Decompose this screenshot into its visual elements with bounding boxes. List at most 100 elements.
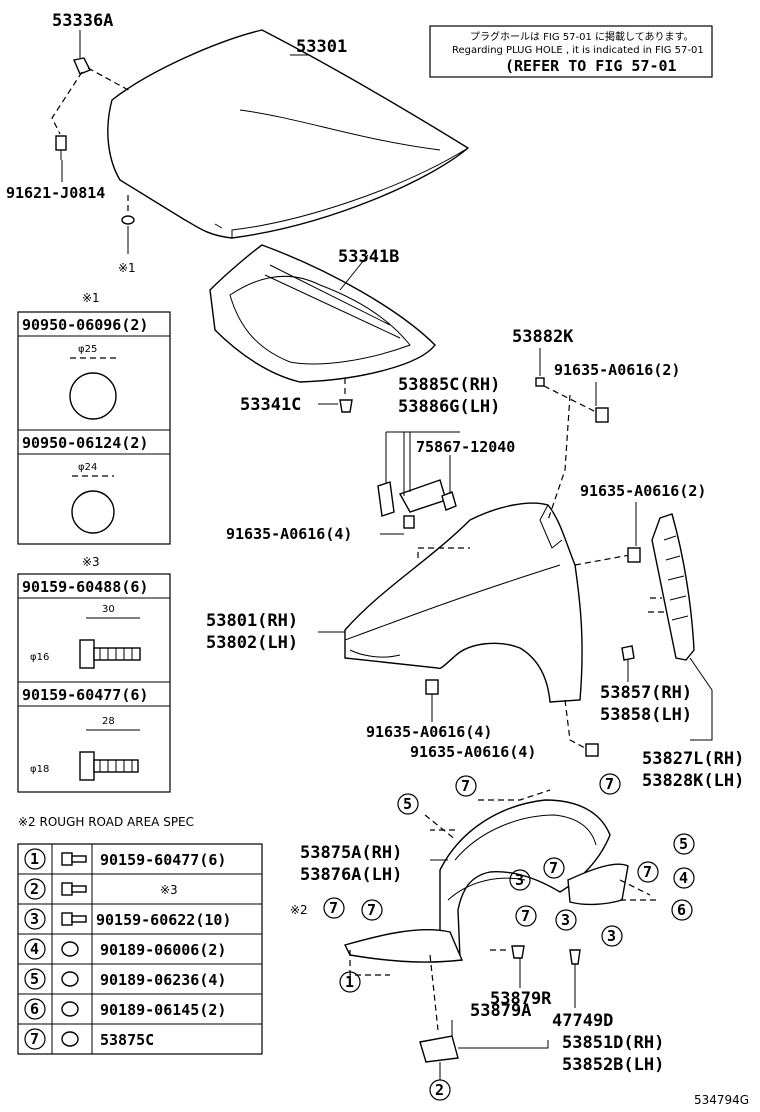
- svg-text:3: 3: [607, 927, 616, 945]
- bolt-91635b: [627, 547, 641, 563]
- label-53341B: 53341B: [338, 247, 399, 267]
- notice-frame: [429, 25, 713, 78]
- hood-panel: [107, 29, 470, 239]
- notice-jp: プラグホールは FIG 57-01 に掲載してあります。: [470, 30, 693, 43]
- mudguard-flap: [343, 929, 464, 963]
- rough-road-row-5-icon: [61, 971, 79, 987]
- insulator-pad: [209, 244, 436, 383]
- label-53876A: 53876A(LH): [300, 865, 402, 885]
- svg-text:6: 6: [677, 901, 686, 919]
- fender-seal: [621, 513, 713, 741]
- rough-road-row-2: 2 ※3: [24, 878, 178, 900]
- bolt-table: ※3 90159-60488(6) 30 φ16 90159-60477(6) …: [17, 555, 171, 793]
- svg-text:7: 7: [549, 859, 558, 877]
- callout-5-a: 5: [397, 793, 419, 815]
- bolt-91635c: [403, 515, 415, 529]
- hood-bolt-91621: [55, 135, 67, 160]
- label-53801: 53801(RH): [206, 611, 298, 631]
- plug-hole-notice: プラグホールは FIG 57-01 に掲載してあります。 Regarding P…: [429, 25, 713, 78]
- plug-row-2-part: 90950-06124(2): [22, 434, 148, 452]
- screw-47749D: [569, 949, 581, 965]
- seal-53827L: [651, 513, 695, 661]
- plug-row-1-icon: [69, 372, 117, 420]
- bolt-row-2-icon: [79, 751, 139, 781]
- label-53827L: 53827L(RH): [642, 749, 744, 769]
- rough-road-row-1: 1 90159-60477(6): [24, 848, 226, 870]
- notice-en: Regarding PLUG HOLE , it is indicated in…: [452, 45, 704, 56]
- bolt-row-2-dia: φ18: [30, 764, 49, 775]
- rough-road-row-4-icon: [61, 941, 79, 957]
- callout-7-d: 7: [637, 861, 659, 883]
- bolt-row-2-part: 90159-60477(6): [22, 686, 148, 704]
- svg-text:5: 5: [679, 835, 688, 853]
- svg-text:90189-06006(2): 90189-06006(2): [100, 941, 226, 959]
- svg-text:1: 1: [30, 850, 39, 868]
- bolt-91635e: [585, 743, 599, 757]
- label-47749D: 47749D: [552, 1011, 613, 1031]
- bolt-row-1-icon: [79, 639, 141, 669]
- svg-text:7: 7: [643, 863, 652, 881]
- svg-text:6: 6: [30, 1000, 39, 1018]
- svg-text:90159-60477(6): 90159-60477(6): [100, 851, 226, 869]
- plug-table: ※1 90950-06096(2) φ25 90950-06124(2) φ24: [17, 291, 171, 545]
- plug-hole-marker: [121, 215, 135, 225]
- callout-3-c: 3: [601, 925, 623, 947]
- rough-road-row-7: 7 53875C: [24, 1028, 154, 1050]
- label-53857: 53857(RH): [600, 683, 692, 703]
- label-91635d: 91635-A0616(4): [366, 723, 492, 741]
- label-53851D: 53851D(RH): [562, 1033, 664, 1053]
- callout-7-g: 7: [515, 905, 537, 927]
- hood-stopper-53336A: [73, 57, 91, 75]
- callout-7-f: 7: [361, 899, 383, 921]
- callout-5-b: 5: [673, 833, 695, 855]
- plug-row-2-dia: φ24: [78, 462, 97, 473]
- bolt-row-1-dia: φ16: [30, 652, 49, 663]
- label-91635a: 91635-A0616(2): [554, 361, 680, 379]
- bracket-53886G: [398, 479, 447, 513]
- hood-assembly: [51, 29, 470, 254]
- svg-text:7: 7: [521, 907, 530, 925]
- callout-3-b: 3: [555, 909, 577, 931]
- svg-text:90189-06145(2): 90189-06145(2): [100, 1001, 226, 1019]
- clip-53879R: [511, 945, 525, 959]
- label-53882K: 53882K: [512, 327, 574, 347]
- svg-text:5: 5: [403, 795, 412, 813]
- callout-7-e: 7: [323, 897, 345, 919]
- callout-7-a: 7: [455, 775, 477, 797]
- label-75867: 75867-12040: [416, 438, 515, 456]
- bolt-table-title: ※3: [82, 555, 100, 569]
- fender-upper-fasteners: [535, 348, 641, 563]
- label-53852B: 53852B(LH): [562, 1055, 664, 1075]
- callout-3-a: 3: [509, 869, 531, 891]
- svg-text:3: 3: [561, 911, 570, 929]
- bolt-91635d: [425, 679, 439, 695]
- label-53875A: 53875A(RH): [300, 843, 402, 863]
- label-91635c: 91635-A0616(4): [226, 525, 352, 543]
- callout-1: 1: [339, 971, 361, 993]
- callout-2: 2: [429, 1079, 451, 1101]
- svg-text:4: 4: [679, 869, 688, 887]
- label-91635b: 91635-A0616(2): [580, 482, 706, 500]
- svg-text:7: 7: [30, 1030, 39, 1048]
- bolt-row-1-part: 90159-60488(6): [22, 578, 148, 596]
- fender-brackets: [377, 431, 460, 535]
- fender-lower-fasteners: [425, 679, 599, 757]
- clip-53882K: [535, 377, 545, 387]
- svg-text:※3: ※3: [160, 883, 178, 897]
- rough-road-row-7-icon: [61, 1031, 79, 1047]
- callout-4: 4: [673, 867, 695, 889]
- label-mark2: ※2: [290, 903, 308, 917]
- label-53879A: 53879A: [470, 1001, 531, 1021]
- callout-6: 6: [671, 899, 693, 921]
- notice-refer: (REFER TO FIG 57-01: [505, 57, 677, 75]
- svg-text:7: 7: [329, 899, 338, 917]
- label-53879R: 53879R: [490, 989, 552, 1009]
- plug-row-1-dia: φ25: [78, 344, 97, 355]
- svg-text:3: 3: [30, 910, 39, 928]
- label-53336A: 53336A: [52, 11, 113, 31]
- label-53301: 53301: [296, 37, 347, 57]
- bracket-53851D: [419, 1035, 459, 1063]
- rough-road-row-3-icon: [61, 912, 73, 926]
- rough-road-row-6: 6 90189-06145(2): [24, 998, 226, 1020]
- rough-road-row-4: 4 90189-06006(2): [24, 938, 226, 960]
